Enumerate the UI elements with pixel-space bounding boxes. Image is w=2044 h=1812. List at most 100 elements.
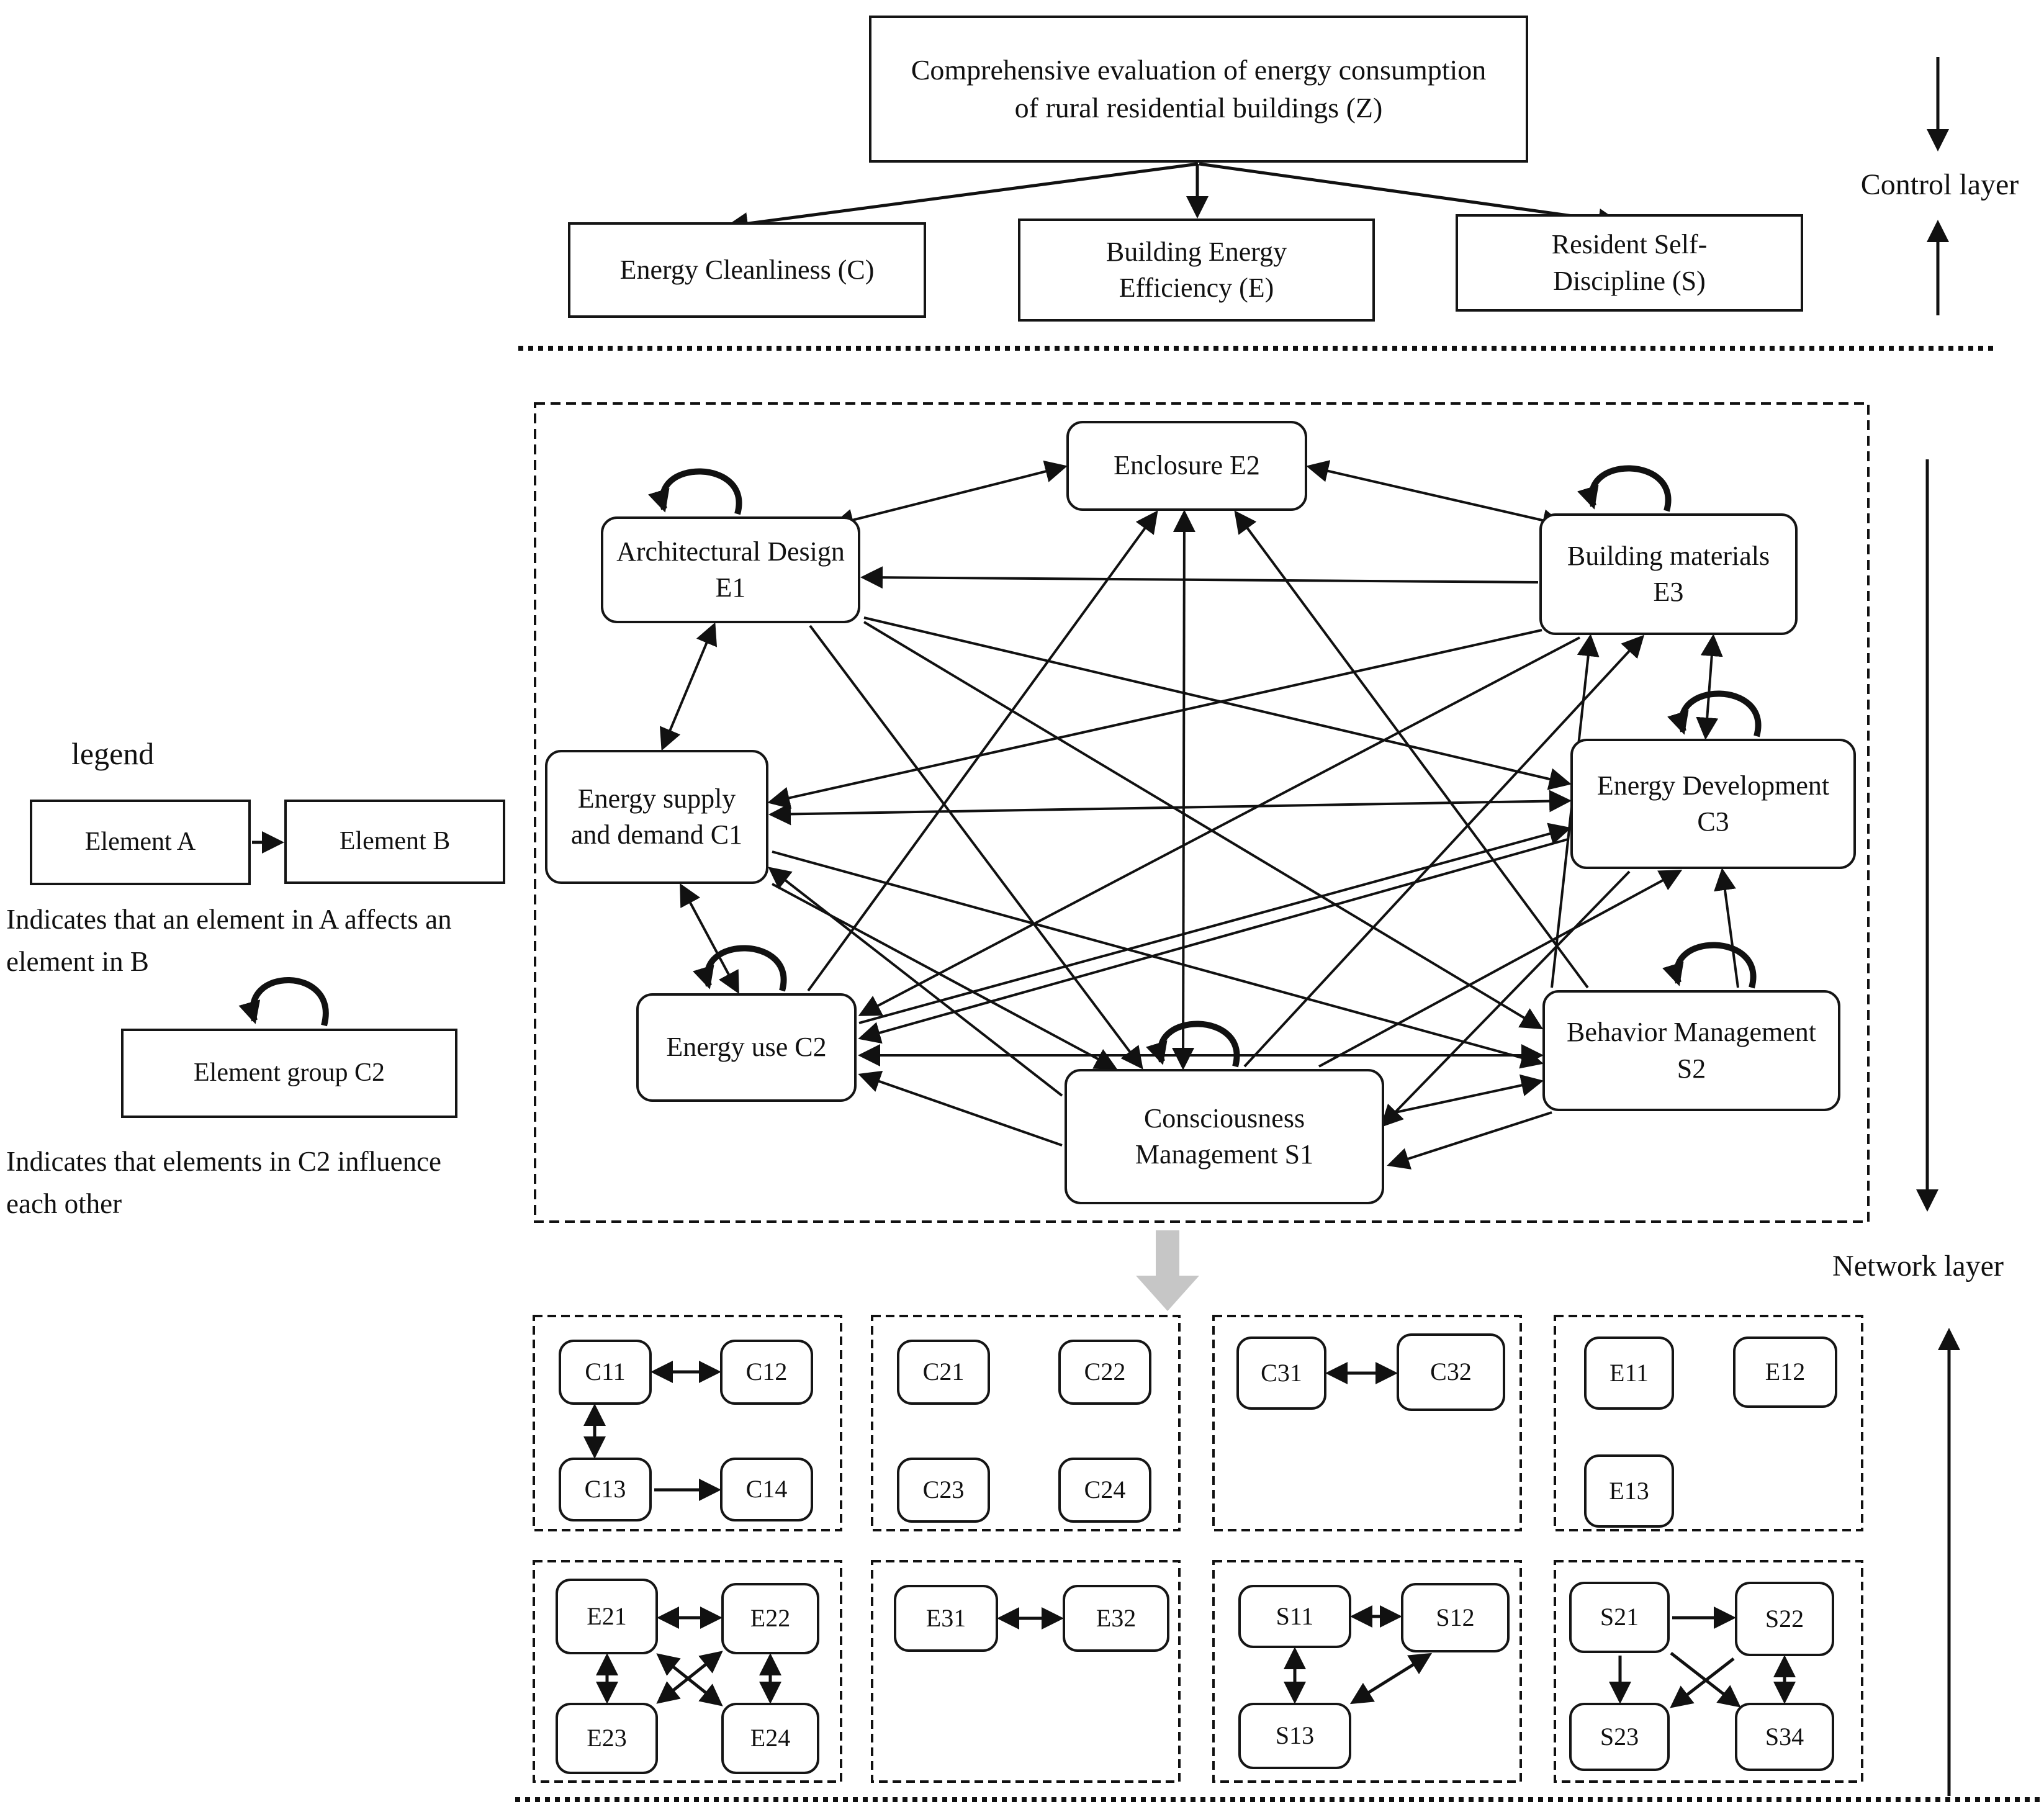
network-node-C2: Energy use C2 <box>636 993 857 1102</box>
criterion-box-building-energy-efficiency: Building Energy Efficiency (E) <box>1018 219 1375 322</box>
network-node-C3: Energy Development C3 <box>1570 739 1856 869</box>
element-label: E21 <box>587 1602 627 1630</box>
edge-E1-E2 <box>831 460 1068 531</box>
network-layer-label: Network layer <box>1832 1250 2004 1282</box>
node-label-C3: Energy Development C3 <box>1596 770 1830 837</box>
network-node-C1: Energy supply and demand C1 <box>545 750 768 884</box>
self-loops <box>648 465 1762 1068</box>
element-box-E31: E31 <box>894 1585 998 1652</box>
arrow-z-to-s <box>1199 162 1621 231</box>
edge-C3-E3 <box>1696 634 1723 740</box>
element-label: E24 <box>750 1724 791 1752</box>
element-box-C21: C21 <box>897 1340 990 1405</box>
frame-S1-elements <box>1212 1560 1522 1783</box>
element-box-C22: C22 <box>1058 1340 1151 1405</box>
edge-E3-C1 <box>767 629 1542 809</box>
edge-S2-C3 <box>1714 868 1739 988</box>
element-label: E23 <box>587 1724 627 1752</box>
element-box-C24: C24 <box>1058 1458 1151 1523</box>
element-label: C13 <box>584 1475 626 1503</box>
element-group-frames <box>533 1315 1863 1783</box>
element-box-C14: C14 <box>720 1458 813 1521</box>
element-box-C11: C11 <box>559 1340 652 1405</box>
element-label: S12 <box>1436 1603 1475 1631</box>
edge-E1-C1 <box>659 622 718 751</box>
network-edges <box>659 460 1739 1170</box>
element-label: E31 <box>925 1603 966 1632</box>
edge-S1-C3 <box>1318 870 1683 1068</box>
element-box-E11: E11 <box>1584 1336 1674 1410</box>
legend-loop-caption: Indicates that elements in C2 influence … <box>6 1146 442 1219</box>
network-node-S2: Behavior Management S2 <box>1542 990 1840 1111</box>
network-layer-frame <box>534 402 1870 1223</box>
edge-S2-E2 <box>1234 510 1589 989</box>
self-loop-S2 <box>1662 942 1757 989</box>
node-label-E1: Architectural Design E1 <box>616 536 845 603</box>
element-box-C32: C32 <box>1397 1333 1505 1411</box>
network-node-E3: Building materials E3 <box>1539 513 1798 635</box>
criterion-label: Building Energy Efficiency (E) <box>1105 236 1287 303</box>
element-label: C21 <box>922 1358 965 1386</box>
network-node-S1: Consciousness Management S1 <box>1065 1069 1384 1204</box>
edge-E23-E22 <box>656 1651 723 1704</box>
node-label-S2: Behavior Management S2 <box>1567 1017 1816 1084</box>
legend-element-a-box: Element A <box>30 800 251 885</box>
element-box-E23: E23 <box>556 1703 658 1774</box>
element-label: E11 <box>1610 1358 1649 1387</box>
self-loop-E1 <box>648 468 742 515</box>
legend-arrow-caption: Indicates that an element in A affects a… <box>6 904 452 977</box>
edge-E3-E1 <box>860 566 1539 589</box>
element-box-C31: C31 <box>1236 1336 1326 1410</box>
element-label: E32 <box>1096 1603 1137 1632</box>
edge-C3-S1 <box>1380 870 1631 1128</box>
node-label-E2: Enclosure E2 <box>1114 450 1260 481</box>
legend-element-b-box: Element B <box>284 800 505 884</box>
frame-S2-elements <box>1554 1560 1863 1783</box>
edge-E1-C3 <box>863 616 1572 790</box>
element-label: C14 <box>745 1475 788 1503</box>
element-box-S21: S21 <box>1569 1582 1670 1653</box>
network-node-E2: Enclosure E2 <box>1066 421 1307 511</box>
network-to-elements-gray-arrow <box>1136 1230 1199 1311</box>
arrow-z-to-c <box>726 162 1199 235</box>
criterion-box-energy-cleanliness: Energy Cleanliness (C) <box>568 222 926 318</box>
frame-C3-elements <box>1212 1315 1522 1531</box>
edge-S1-E3 <box>1243 634 1645 1068</box>
self-loop-C3 <box>1667 690 1762 737</box>
edge-C2-C3 <box>858 823 1572 1024</box>
edge-C1-S2 <box>772 850 1544 1069</box>
control-layer-label: Control layer <box>1860 168 2019 201</box>
element-box-S13: S13 <box>1238 1703 1351 1769</box>
edge-C2-E2 <box>807 510 1158 992</box>
legend-element-a-label: Element A <box>84 827 196 857</box>
edge-C1-C3 <box>768 790 1572 826</box>
element-label: S34 <box>1765 1722 1804 1751</box>
element-label: S11 <box>1276 1602 1314 1630</box>
legend-title: legend <box>71 736 155 771</box>
element-label: S21 <box>1600 1603 1639 1631</box>
element-box-S23: S23 <box>1569 1703 1670 1771</box>
edge-E1-S1 <box>809 624 1143 1070</box>
edge-S2-S1 <box>1387 1111 1552 1170</box>
element-box-S11: S11 <box>1238 1585 1351 1648</box>
element-box-E13: E13 <box>1584 1454 1674 1528</box>
element-box-S12: S12 <box>1401 1583 1510 1652</box>
element-label: E22 <box>750 1604 791 1633</box>
self-loop-C2 <box>693 945 787 992</box>
edge-S1-S2 <box>1386 1074 1544 1116</box>
criterion-box-resident-self-discipline: Resident Self-Discipline (S) <box>1456 214 1803 312</box>
element-box-E21: E21 <box>556 1579 658 1654</box>
element-label: C32 <box>1430 1358 1472 1386</box>
element-label: S13 <box>1275 1721 1315 1750</box>
criterion-label: Energy Cleanliness (C) <box>619 254 875 285</box>
frame-E2-elements <box>533 1560 842 1783</box>
node-label-C1: Energy supply and demand C1 <box>570 783 743 850</box>
element-box-S34: S34 <box>1735 1703 1834 1771</box>
frame-E3-elements <box>871 1560 1181 1783</box>
edge-S1-C1 <box>768 867 1063 1097</box>
element-box-C13: C13 <box>559 1458 652 1521</box>
element-label: C11 <box>585 1358 626 1386</box>
element-label: C23 <box>922 1476 965 1504</box>
goal-box: Comprehensive evaluation of energy consu… <box>869 16 1528 163</box>
